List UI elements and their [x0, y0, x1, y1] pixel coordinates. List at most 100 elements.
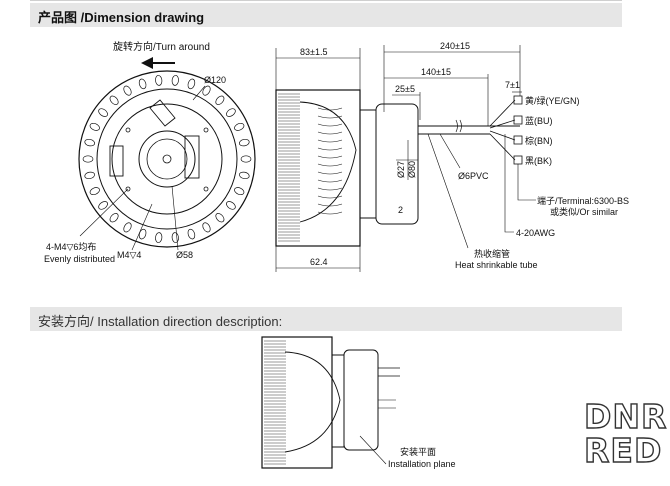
watermark-logo: DNR RED — [583, 397, 668, 470]
motor-profile — [299, 101, 357, 223]
wire-leads — [489, 99, 516, 161]
motor-coils — [317, 107, 343, 215]
install-impeller — [261, 336, 333, 469]
blade-slot — [240, 155, 252, 163]
coil-line — [317, 115, 343, 119]
section-header-dimension: 产品图 /Dimension drawing — [30, 3, 622, 27]
terminal — [513, 115, 523, 125]
blade-slot — [215, 213, 225, 223]
blade-slot — [202, 85, 211, 96]
blade-slots — [82, 75, 252, 243]
blade-slot — [109, 213, 119, 223]
blade-slot — [109, 95, 119, 105]
blade-slot — [171, 232, 179, 243]
cable-exit — [149, 99, 176, 127]
top-rule — [30, 0, 622, 1]
awg-label: 4-20AWG — [516, 228, 555, 238]
hub-inner — [146, 138, 188, 180]
blade-slot — [89, 187, 100, 196]
mounting-hole — [125, 186, 131, 192]
impeller-body — [275, 89, 361, 247]
heat-tube-cn: 热收缩管 — [474, 248, 510, 259]
install-cap — [343, 349, 379, 451]
leader-line — [517, 164, 536, 201]
watermark-line-2: RED — [583, 431, 663, 470]
blade-slot — [215, 95, 225, 105]
wire-label-bn: 棕(BN) — [525, 135, 553, 146]
impeller-fins — [278, 93, 300, 242]
dim-hub-diameter: Ø58 — [176, 250, 193, 260]
dim-strip: 25±5 — [395, 84, 415, 94]
coil-line — [317, 187, 343, 191]
dim-total: 240±15 — [440, 41, 470, 51]
heat-tube-en: Heat shrinkable tube — [455, 260, 538, 270]
sleeve-label: Ø6PVC — [458, 171, 489, 181]
section-title-dimension: 产品图 /Dimension drawing — [38, 10, 205, 25]
section-title-installation: 安装方向/ Installation direction description… — [38, 314, 283, 329]
dim-outer-diameter: Ø120 — [204, 75, 226, 85]
inner-ring — [96, 88, 238, 230]
mounting-hole — [203, 186, 209, 192]
blade-slot — [82, 155, 94, 163]
dim-end: 7±1 — [505, 80, 520, 90]
coil-line — [317, 147, 343, 151]
leader-line — [427, 133, 469, 249]
blade-slot — [234, 122, 245, 131]
side-view: 83±1.5 Ø27 Ø80 2 62.4 — [275, 47, 419, 272]
coil-line — [317, 203, 343, 207]
blade-slot — [123, 222, 132, 233]
coil-line — [317, 195, 343, 199]
blade-slot — [123, 85, 132, 96]
dim-d80: Ø80 — [407, 161, 417, 178]
blade-slot — [98, 108, 108, 117]
label-plate — [109, 145, 124, 177]
blade-slot — [98, 201, 108, 210]
install-flange — [331, 354, 345, 448]
blade-slot — [84, 138, 95, 147]
leader-line — [439, 133, 461, 169]
leader-line — [171, 185, 179, 251]
outer-ring — [78, 70, 256, 248]
blade-slot — [202, 222, 211, 233]
blade-slot — [138, 228, 147, 240]
coil-line — [317, 155, 343, 159]
coil-line — [317, 139, 343, 143]
coil-line — [317, 163, 343, 167]
mounting-hole — [125, 127, 131, 133]
leader-line — [131, 203, 153, 251]
blade-slot — [187, 228, 196, 240]
dim-mid: 140±15 — [421, 67, 451, 77]
holes-note-en: Evenly distributed — [44, 254, 115, 264]
wire-label-bk: 黑(BK) — [525, 156, 552, 166]
section-header-installation: 安装方向/ Installation direction description… — [30, 307, 622, 331]
watermark-line-1: DNR — [583, 397, 668, 436]
leader-line — [504, 134, 514, 233]
coil-line — [317, 107, 343, 111]
blade-slot — [155, 232, 163, 243]
cable-break — [455, 119, 462, 133]
blade-slot — [239, 171, 250, 180]
leader-line — [359, 435, 387, 465]
dim-body: 62.4 — [310, 257, 328, 267]
blade-slot — [84, 171, 95, 180]
blade-slot — [239, 138, 250, 147]
leader-line — [79, 188, 129, 237]
dim-d27: Ø27 — [396, 161, 406, 178]
motor-housing — [111, 103, 223, 215]
shaft — [162, 154, 172, 164]
blade-slot — [171, 75, 179, 86]
coil-line — [317, 211, 343, 215]
cable-drawing: 240±15 140±15 25±5 7±1 黄/绿(YE/GN) 蓝(BU) … — [383, 41, 629, 270]
motor-flange — [359, 109, 377, 219]
blade-slot — [226, 201, 236, 210]
screw-note: M4▽4 — [117, 250, 141, 260]
mounting-hole — [203, 127, 209, 133]
blade-slot — [89, 122, 100, 131]
terminal — [513, 95, 523, 105]
install-plane-en: Installation plane — [388, 459, 456, 469]
coil-line — [317, 179, 343, 183]
install-plane-cn: 安装平面 — [400, 446, 436, 457]
hub-outer — [138, 130, 196, 188]
install-fins — [264, 340, 286, 465]
coil-line — [317, 171, 343, 175]
